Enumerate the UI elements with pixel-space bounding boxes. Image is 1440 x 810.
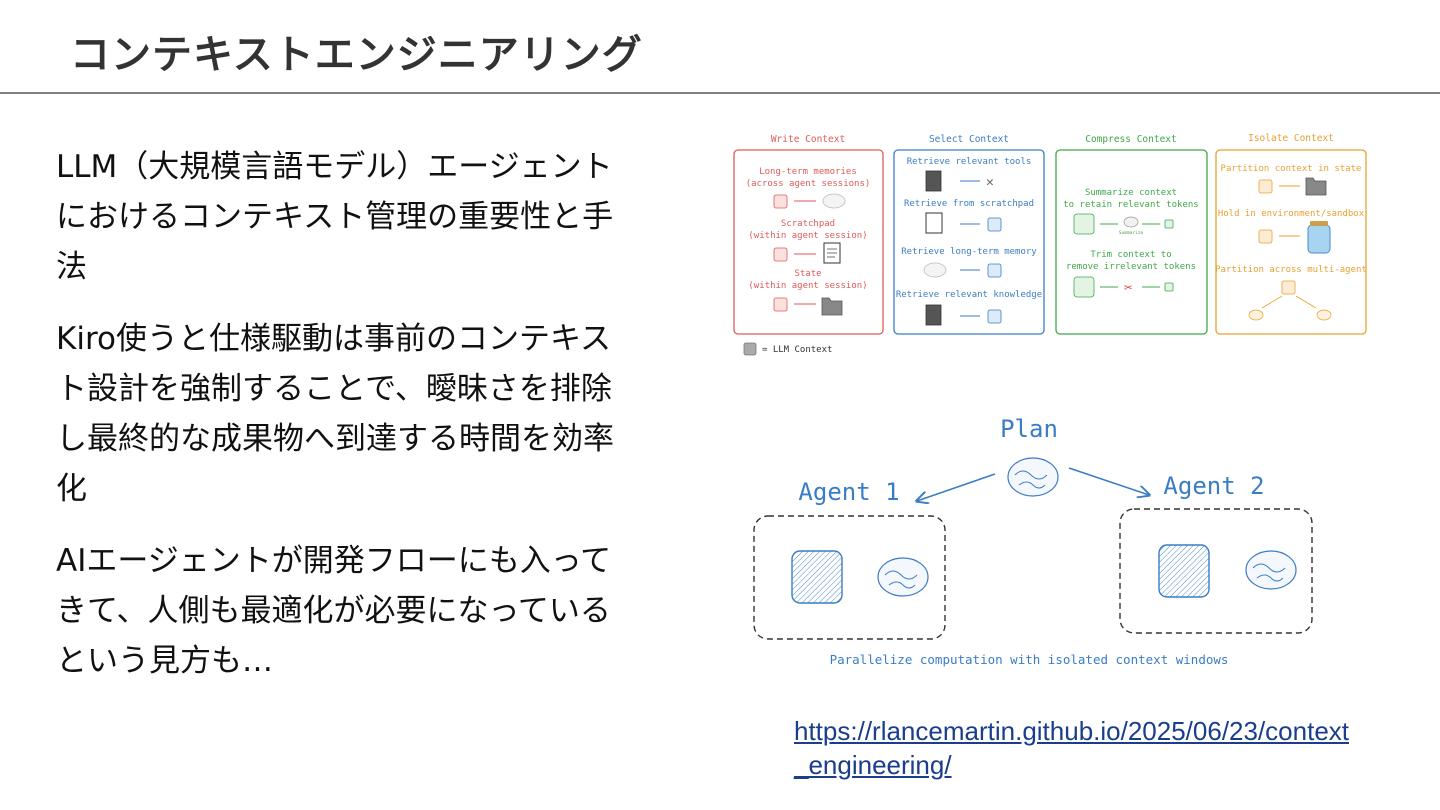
write-item-longterm: Long-term memories: [759, 167, 857, 177]
isolate-item-multiagent: Partition across multi-agent: [1215, 265, 1367, 275]
compress-context-box: [1055, 149, 1208, 335]
llm-context-square: [773, 297, 788, 312]
file-cabinet-icon: [925, 170, 942, 192]
write-item-longterm-sub: (across agent sessions): [746, 179, 871, 189]
jar-icon: [1307, 224, 1331, 254]
bullet-ai-agents: AIエージェントが開発フローにも入ってきて、人側も最適化が必要になっているという…: [56, 543, 612, 679]
isolate-item-sandbox: Hold in environment/sandbox: [1218, 209, 1365, 219]
brain-icon: [1316, 309, 1332, 321]
isolate-context-title: Isolate Context: [1248, 133, 1334, 144]
llm-context-square: [987, 309, 1002, 324]
llm-context-square: [773, 247, 788, 262]
llm-context-square: [1164, 282, 1174, 292]
write-item-scratchpad-sub: (within agent session): [748, 231, 867, 241]
compress-context-title: Compress Context: [1085, 134, 1177, 145]
llm-context-square: [1258, 179, 1273, 194]
select-item-knowledge: Retrieve relevant knowledge: [896, 290, 1042, 300]
title-divider: [0, 92, 1440, 94]
write-item-scratchpad: Scratchpad: [781, 219, 835, 229]
isolate-item-partition-state: Partition context in state: [1221, 164, 1362, 174]
arrow-to-agent1: [917, 473, 996, 501]
brain-icon: [1123, 216, 1139, 228]
memory-cloud-icon: [822, 193, 846, 209]
agent1-brain-icon: [877, 557, 929, 597]
arrow: [1261, 295, 1283, 309]
agent1-llm-context: [791, 550, 843, 604]
multi-agent-diagram: Plan Agent 1 Agent 2 Parallelize computa…: [753, 415, 1313, 667]
brain-icon: [1248, 309, 1264, 321]
llm-context-square: [987, 263, 1002, 278]
context-categories-diagram: Write Context Long-term memories (across…: [733, 133, 1367, 356]
folder-icon: [1305, 177, 1327, 196]
agent2-label: Agent 2: [1163, 472, 1264, 500]
bullet-list: LLM（大規模言語モデル）エージェントにおけるコンテキスト管理の重要性と手法 K…: [56, 142, 636, 708]
llm-context-square: [1164, 219, 1174, 229]
agent2-brain-icon: [1245, 550, 1297, 590]
scissors-icon: ✂: [1124, 280, 1133, 296]
compress-item-trim: Trim context to: [1090, 250, 1171, 260]
multi-agent-caption: Parallelize computation with isolated co…: [830, 652, 1229, 667]
select-item-scratchpad: Retrieve from scratchpad: [904, 199, 1034, 209]
bullet-llm-context: LLM（大規模言語モデル）エージェントにおけるコンテキスト管理の重要性と手法: [56, 149, 614, 285]
tools-icon: ✕: [986, 175, 994, 190]
write-item-state: State: [794, 269, 821, 279]
memory-cloud-icon: [923, 262, 947, 278]
select-context-title: Select Context: [929, 134, 1009, 145]
legend-swatch: [743, 342, 757, 356]
arrow-to-agent2: [1068, 467, 1149, 495]
folder-icon: [821, 297, 843, 316]
source-link[interactable]: https://rlancemartin.github.io/2025/06/2…: [794, 716, 1350, 780]
llm-context-square: [1281, 280, 1296, 295]
llm-context-square: [773, 194, 788, 209]
summarize-label: Summarize: [1119, 230, 1144, 236]
plan-brain-icon: [1007, 457, 1059, 497]
write-context-box: [733, 149, 884, 335]
select-item-longterm: Retrieve long-term memory: [901, 247, 1037, 257]
llm-context-square: [1073, 213, 1095, 235]
arrow: [1295, 295, 1317, 309]
compress-item-trim-sub: remove irrelevant tokens: [1066, 262, 1196, 272]
select-item-tools: Retrieve relevant tools: [907, 157, 1032, 167]
agent2-context-window: [1119, 508, 1313, 634]
select-context-box: [893, 149, 1045, 335]
file-cabinet-icon: [925, 304, 942, 326]
llm-context-square: [1258, 229, 1273, 244]
bullet-kiro-spec: Kiro使うと仕様駆動は事前のコンテキスト設計を強制することで、曖昧さを排除し最…: [56, 321, 614, 507]
llm-context-square: [1073, 276, 1095, 298]
agent1-context-window: [753, 515, 946, 640]
agent2-llm-context: [1158, 544, 1210, 598]
jar-lid-icon: [1310, 221, 1328, 226]
plan-label: Plan: [1000, 415, 1058, 443]
compress-item-summarize: Summarize context: [1085, 188, 1177, 198]
llm-context-square: [987, 217, 1002, 232]
notepad-icon: [925, 212, 943, 234]
isolate-context-box: [1215, 149, 1367, 335]
compress-item-summarize-sub: to retain relevant tokens: [1063, 200, 1198, 210]
write-context-title: Write Context: [771, 134, 845, 145]
slide-title: コンテキストエンジニアリング: [70, 32, 643, 78]
write-item-state-sub: (within agent session): [748, 281, 867, 291]
agent1-label: Agent 1: [798, 478, 899, 506]
legend-label: = LLM Context: [762, 345, 832, 355]
